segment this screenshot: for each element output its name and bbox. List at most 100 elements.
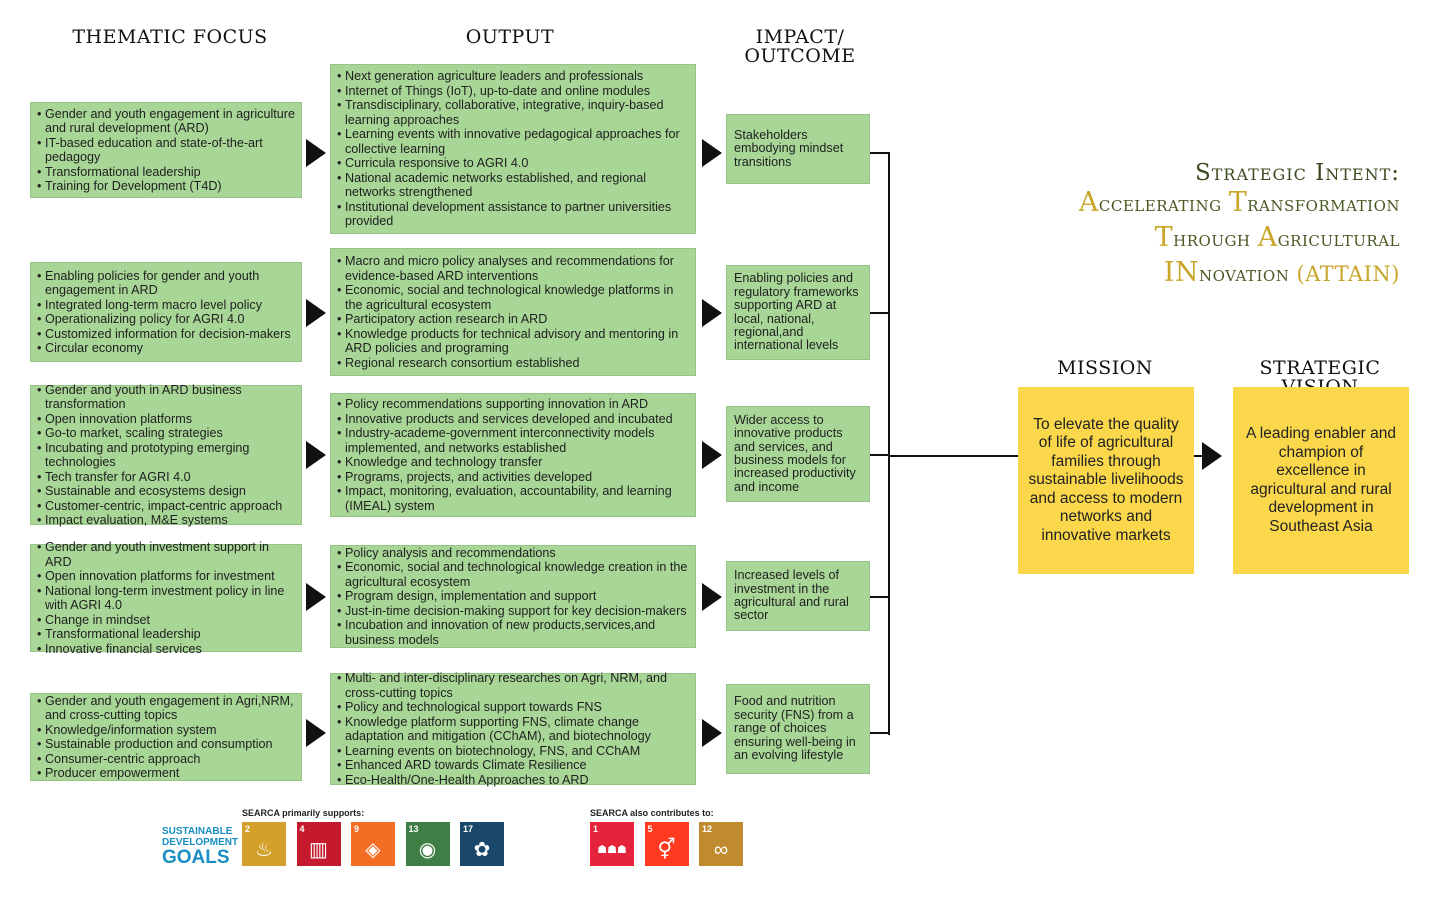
thematic-item: Incubating and prototyping emerging tech… [37, 441, 295, 470]
thematic-box-4: Gender and youth investment support in A… [30, 540, 302, 656]
thematic-item: Open innovation platforms [37, 412, 295, 427]
connector-impact-5 [870, 732, 890, 734]
output-item: Policy analysis and recommendations [337, 546, 689, 561]
intent-line-3: INnovation (ATTAIN) [1163, 257, 1400, 288]
connector-impact-3 [870, 454, 890, 456]
output-item: Program design, implementation and suppo… [337, 589, 689, 604]
header-mission: MISSION [1057, 357, 1153, 379]
arrow-right-icon [306, 583, 326, 611]
sdg-primary-label: SEARCA primarily supports: [242, 808, 365, 818]
thematic-item: Training for Development (T4D) [37, 179, 295, 194]
output-item: Innovative products and services develop… [337, 412, 689, 427]
output-item: Macro and micro policy analyses and reco… [337, 254, 689, 283]
sdg-goal-17-tile: 17✿ [460, 822, 504, 866]
thematic-item: Tech transfer for AGRI 4.0 [37, 470, 295, 485]
cubes-icon: ◈ [365, 839, 381, 861]
header-impact-line1: IMPACT/ [755, 26, 845, 48]
strategic-intent-title: Strategic Intent: [1194, 160, 1400, 186]
thematic-item: Gender and youth engagement in agricultu… [37, 107, 295, 136]
output-item: Multi- and inter-disciplinary researches… [337, 671, 689, 700]
thematic-box-2: Enabling policies for gender and youth e… [30, 262, 302, 362]
output-item: Regional research consortium established [337, 356, 689, 371]
output-item: Internet of Things (IoT), up-to-date and… [337, 84, 689, 99]
output-box-5: Multi- and inter-disciplinary researches… [330, 671, 696, 787]
connector-spine [888, 153, 890, 735]
output-item: Knowledge platform supporting FNS, clima… [337, 715, 689, 744]
output-item: Industry-academe-government interconnect… [337, 426, 689, 455]
thematic-item: Operationalizing policy for AGRI 4.0 [37, 312, 295, 327]
output-item: Learning events with innovative pedagogi… [337, 127, 689, 156]
thematic-box-5: Gender and youth engagement in Agri,NRM,… [30, 693, 302, 781]
output-item: National academic networks established, … [337, 171, 689, 200]
sdg-goal-number: 5 [647, 824, 653, 834]
intent-line-1: Accelerating Transformation [1078, 187, 1400, 218]
arrow-right-icon [306, 719, 326, 747]
sdg-also-label: SEARCA also contributes to: [590, 808, 714, 818]
connector-to-mission [888, 455, 1018, 457]
output-item: Next generation agriculture leaders and … [337, 69, 689, 84]
header-impact-line2: OUTCOME [744, 45, 856, 67]
thematic-item: Integrated long-term macro level policy [37, 298, 295, 313]
intent-line-2: Through Agricultural [1154, 222, 1400, 253]
thematic-item: Transformational leadership [37, 165, 295, 180]
thematic-item: Transformational leadership [37, 627, 295, 642]
output-item: Knowledge products for technical advisor… [337, 327, 689, 356]
sdg-goal-number: 12 [702, 824, 713, 834]
output-box-2: Macro and micro policy analyses and reco… [330, 248, 696, 376]
arrow-right-icon [306, 441, 326, 469]
output-item: Curricula responsive to AGRI 4.0 [337, 156, 689, 171]
impact-text: Wider access to innovative products and … [734, 412, 856, 494]
arrow-right-icon [702, 139, 722, 167]
mission-box: To elevate the quality of life of agricu… [1018, 387, 1194, 574]
thematic-item: Gender and youth investment support in A… [37, 540, 295, 569]
connector-impact-2 [870, 312, 890, 314]
arrow-right-icon [702, 583, 722, 611]
header-output: OUTPUT [465, 26, 555, 48]
impact-text: Enabling policies and regulatory framewo… [734, 271, 859, 353]
flower-icon: ✿ [473, 839, 491, 861]
thematic-item: National long-term investment policy in … [37, 584, 295, 613]
thematic-item: Innovative financial services [37, 642, 295, 657]
thematic-item: Enabling policies for gender and youth e… [37, 269, 295, 298]
bowl-icon: ♨ [255, 839, 273, 861]
arrow-right-icon [702, 719, 722, 747]
thematic-item: Customized information for decision-make… [37, 327, 295, 342]
thematic-item: Circular economy [37, 341, 295, 356]
eye-globe-icon: ◉ [418, 839, 437, 861]
output-item: Impact, monitoring, evaluation, accounta… [337, 484, 689, 513]
infinity-icon: ∞ [713, 839, 729, 861]
sdg-goal-9-tile: 9◈ [351, 822, 395, 866]
impact-text: Food and nutrition security (FNS) from a… [734, 694, 856, 763]
output-item: Policy recommendations supporting innova… [337, 397, 689, 412]
thematic-item: Sustainable and ecosystems design [37, 484, 295, 499]
output-item: Incubation and innovation of new product… [337, 618, 689, 647]
thematic-item: IT-based education and state-of-the-art … [37, 136, 295, 165]
output-item: Just-in-time decision-making support for… [337, 604, 689, 619]
sdg-goal-number: 1 [593, 824, 599, 834]
impact-text: Increased levels of investment in the ag… [734, 568, 849, 623]
sdg-goal-2-tile: 2♨ [242, 822, 286, 866]
sdg-goal-number: 13 [408, 824, 419, 834]
arrow-right-icon [702, 299, 722, 327]
output-item: Policy and technological support towards… [337, 700, 689, 715]
output-item: Economic, social and technological knowl… [337, 283, 689, 312]
thematic-item: Producer empowerment [37, 766, 295, 781]
family-icon: ☗☗☗ [597, 844, 627, 856]
thematic-item: Sustainable production and consumption [37, 737, 295, 752]
connector-mission-vision [1193, 455, 1207, 457]
strategic-intent: Strategic Intent: Accelerating Transform… [1079, 160, 1400, 291]
sdg-goal-1-tile: 1 ☗☗☗ [590, 822, 634, 866]
sdg-goal-12-tile: 12∞ [699, 822, 743, 866]
impact-box-4: Increased levels of investment in the ag… [726, 561, 870, 631]
impact-box-3: Wider access to innovative products and … [726, 406, 870, 502]
output-item: Institutional development assistance to … [337, 200, 689, 229]
impact-box-1: Stakeholders embodying mindset transitio… [726, 114, 870, 184]
thematic-item: Open innovation platforms for investment [37, 569, 295, 584]
vision-text: A leading enabler and champion of excell… [1246, 425, 1396, 535]
output-item: Knowledge and technology transfer [337, 455, 689, 470]
arrow-right-icon [702, 441, 722, 469]
output-item: Economic, social and technological knowl… [337, 560, 689, 589]
thematic-item: Gender and youth in ARD business transfo… [37, 383, 295, 412]
sdg-goal-number: 4 [299, 824, 305, 834]
arrow-right-icon [306, 299, 326, 327]
